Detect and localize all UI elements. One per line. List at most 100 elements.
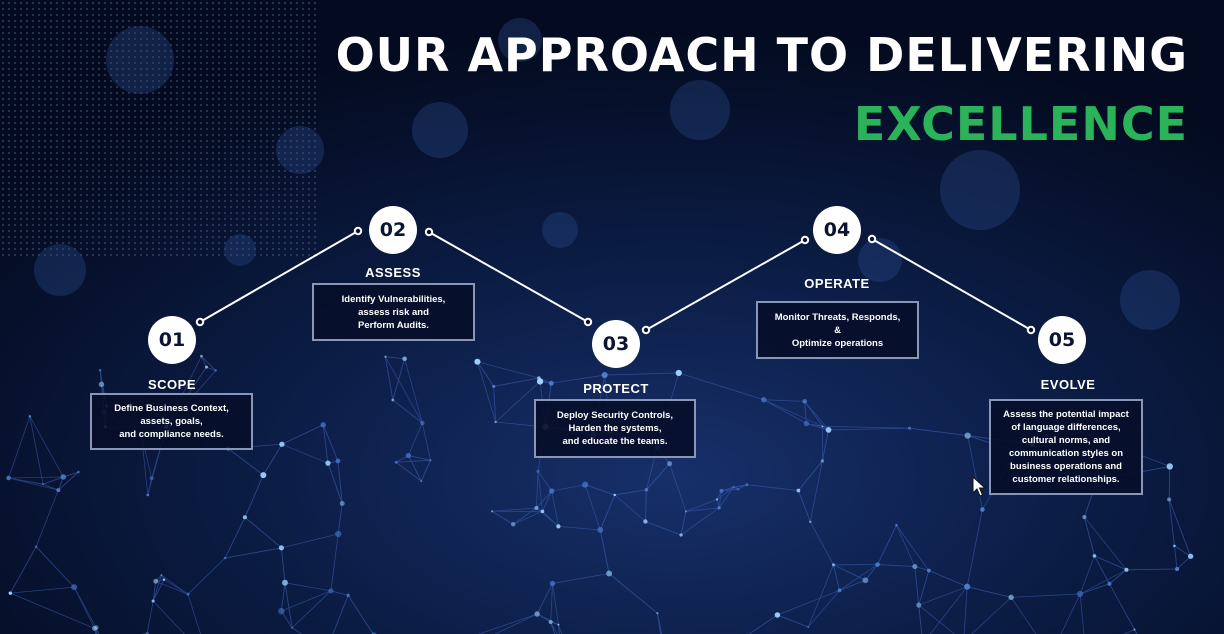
- network-link: [1174, 545, 1191, 557]
- network-node: [91, 625, 97, 631]
- network-node: [71, 584, 78, 591]
- network-node: [325, 460, 331, 466]
- network-link: [971, 597, 1012, 634]
- network-link: [1079, 583, 1110, 595]
- network-link: [552, 573, 610, 584]
- network-link: [551, 374, 605, 384]
- network-node: [1124, 567, 1129, 572]
- network-link: [1176, 555, 1191, 570]
- step-04-line-1: Monitor Threats, Responds,: [774, 311, 901, 323]
- step-01-line-2: assets, goals,: [140, 416, 203, 427]
- network-link: [1079, 593, 1085, 634]
- network-link: [963, 586, 968, 634]
- network-node: [186, 592, 190, 596]
- network-node: [1175, 566, 1180, 572]
- network-link: [809, 521, 834, 565]
- network-node: [597, 527, 604, 533]
- network-node: [549, 488, 555, 494]
- network-link: [1126, 568, 1178, 571]
- network-link: [281, 443, 329, 464]
- network-link: [322, 424, 339, 462]
- network-link: [284, 582, 293, 628]
- network-link: [967, 435, 983, 510]
- network-node: [540, 509, 545, 514]
- connector-dot: [424, 227, 434, 237]
- network-node: [643, 519, 648, 524]
- connector-dot: [800, 235, 810, 245]
- network-link: [291, 590, 332, 629]
- network-node: [536, 378, 544, 385]
- network-node: [717, 506, 721, 510]
- network-link: [928, 570, 968, 588]
- network-link: [10, 592, 95, 629]
- network-link: [284, 582, 331, 592]
- network-link: [809, 460, 823, 522]
- network-link: [491, 510, 514, 525]
- network-link: [877, 525, 897, 565]
- network-link: [584, 484, 601, 531]
- network-link: [839, 579, 866, 591]
- network-link: [807, 590, 840, 628]
- network-node: [774, 612, 781, 618]
- network-link: [1174, 545, 1178, 570]
- network-node: [405, 452, 412, 459]
- network-link: [1060, 593, 1081, 634]
- network-node: [667, 461, 673, 467]
- step-03-number: 03: [592, 320, 640, 368]
- network-link: [8, 416, 31, 479]
- step-02-label: ASSESS: [365, 265, 421, 280]
- network-node: [582, 481, 589, 488]
- network-node: [77, 470, 80, 474]
- network-node: [980, 507, 985, 512]
- network-node: [1082, 514, 1087, 520]
- connector-dot: [1026, 325, 1036, 335]
- network-node: [820, 459, 825, 463]
- network-link: [1109, 569, 1127, 585]
- network-link: [494, 613, 538, 634]
- step-03-line-2: Harden the systems,: [568, 423, 662, 434]
- network-node: [145, 631, 149, 634]
- network-link: [201, 356, 207, 368]
- network-node: [761, 397, 767, 403]
- network-link: [477, 361, 496, 423]
- network-node: [328, 588, 334, 594]
- network-link: [599, 529, 610, 574]
- network-link: [58, 471, 79, 491]
- network-node: [556, 524, 561, 529]
- network-node: [802, 399, 807, 404]
- network-link: [685, 507, 720, 512]
- network-link: [281, 424, 324, 445]
- network-link: [1168, 499, 1175, 546]
- connector-dot: [353, 226, 363, 236]
- network-link: [407, 422, 423, 456]
- mouse-pointer-icon: [972, 476, 987, 497]
- network-link: [395, 461, 422, 482]
- network-link: [558, 624, 560, 634]
- network-link: [804, 401, 807, 424]
- network-node: [402, 356, 407, 362]
- step-05-line-1: Assess the potential impact: [1003, 409, 1129, 420]
- network-node: [278, 607, 285, 615]
- network-node: [821, 425, 824, 428]
- network-link: [147, 478, 153, 496]
- network-node: [153, 578, 159, 584]
- network-link: [10, 586, 75, 594]
- network-link: [152, 600, 185, 634]
- network-link: [493, 386, 497, 423]
- network-node: [1076, 590, 1084, 598]
- network-node: [146, 493, 150, 497]
- network-node: [282, 579, 288, 586]
- step-02-line-1: Identify Vulnerabilities,: [341, 293, 446, 305]
- network-link: [420, 460, 431, 482]
- network-node: [679, 533, 683, 537]
- network-node: [557, 623, 560, 626]
- network-node: [715, 498, 719, 501]
- network-link: [669, 463, 687, 512]
- network-node: [335, 530, 342, 538]
- network-link: [763, 399, 805, 402]
- network-link: [1079, 555, 1095, 595]
- network-link: [746, 484, 799, 491]
- network-node: [895, 523, 898, 527]
- network-node: [719, 488, 724, 493]
- network-link: [537, 471, 553, 492]
